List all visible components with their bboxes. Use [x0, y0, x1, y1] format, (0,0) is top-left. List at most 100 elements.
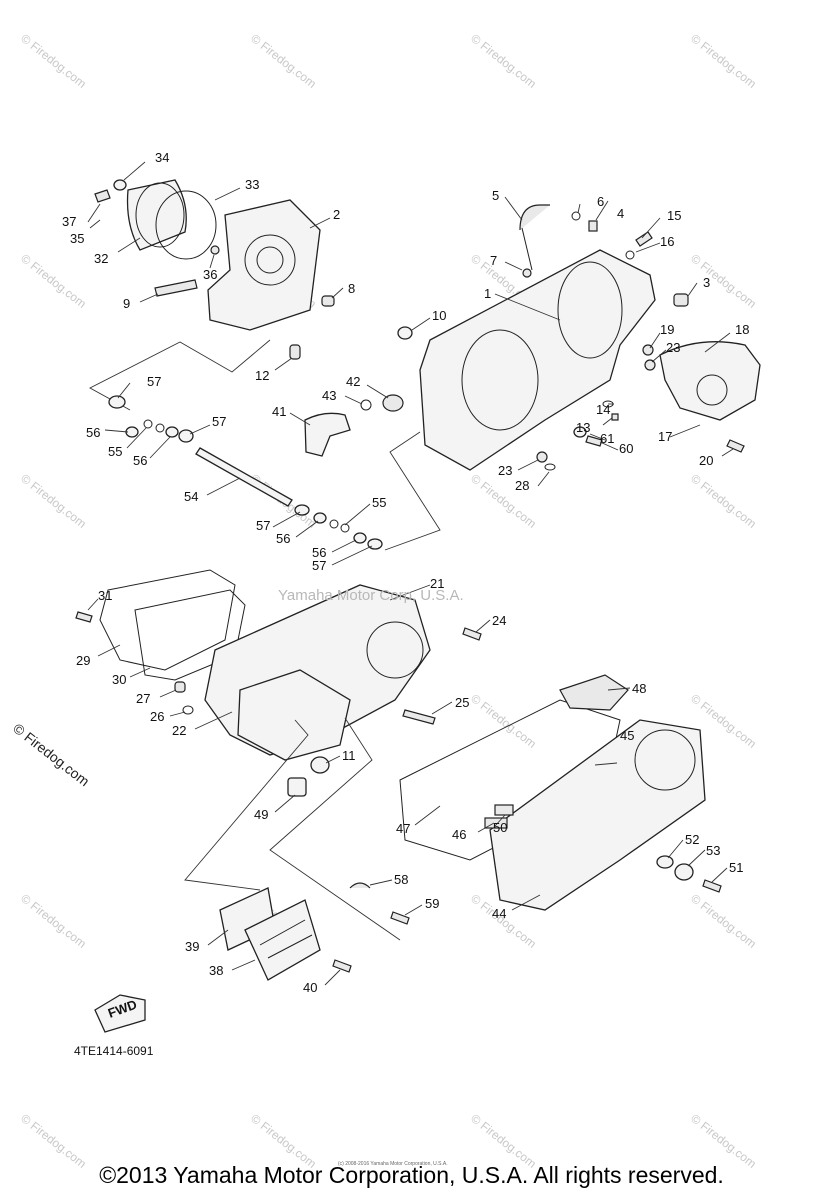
callout-24: 24 [492, 613, 506, 628]
callout-labels: 34 33 2 37 35 32 36 9 8 12 5 7 6 4 15 16… [62, 150, 749, 995]
callout-54: 54 [184, 489, 198, 504]
callout-31: 31 [98, 588, 112, 603]
crankcase-cover-group [304, 204, 761, 471]
watermark-tile: © Firedog.com [248, 31, 319, 91]
guide-line [269, 717, 401, 941]
part-56-washer [165, 426, 179, 438]
part-51-bolt [702, 879, 722, 893]
callout-25: 25 [455, 695, 469, 710]
watermark-tile: © Firedog.com [18, 31, 89, 91]
part-49-damper [287, 777, 307, 797]
callout-6: 6 [597, 194, 604, 209]
part-48-seal [559, 674, 629, 711]
part-43-clamp [360, 399, 372, 411]
part-17-bore [696, 374, 728, 406]
watermark-tile: © Firedog.com [688, 471, 759, 531]
part-5-hose [521, 227, 533, 271]
callout-10: 10 [432, 308, 446, 323]
callout-50: 50 [493, 820, 507, 835]
part-1-opening [461, 329, 539, 431]
guide-line [184, 719, 309, 891]
callout-41: 41 [272, 404, 286, 419]
part-10-seal [397, 326, 413, 340]
watermark-tile: © Firedog.com [18, 471, 89, 531]
part-16-oring [625, 250, 635, 260]
part-57-clip [178, 429, 194, 443]
fwd-arrow-icon [94, 994, 146, 1033]
part-46-plate [484, 817, 508, 829]
callout-59: 59 [425, 896, 439, 911]
part-23-dowel [536, 451, 548, 463]
crankcase-cover-2-group [399, 674, 722, 911]
part-57-clip [367, 538, 383, 550]
part-15-plug [635, 231, 653, 247]
callout-12: 12 [255, 368, 269, 383]
part-13-bolt [611, 413, 619, 421]
callout-32: 32 [94, 251, 108, 266]
callout-60: 60 [619, 441, 633, 456]
part-31-bolt [75, 611, 93, 623]
part-55-oring [143, 419, 153, 429]
callout-4: 4 [617, 206, 624, 221]
part-17-cover [659, 341, 761, 421]
part-52-seal [656, 855, 674, 869]
callout-43: 43 [322, 388, 336, 403]
part-57-clip [108, 395, 126, 409]
callout-46: 46 [452, 827, 466, 842]
callout-23: 23 [666, 340, 680, 355]
guide-line [89, 339, 271, 411]
callout-39: 39 [185, 939, 199, 954]
part-6-clip [571, 211, 581, 221]
part-8-collar [321, 295, 335, 307]
callout-18: 18 [735, 322, 749, 337]
guide-line [384, 431, 441, 551]
callout-57d: 57 [312, 558, 326, 573]
part-55-oring [155, 423, 165, 433]
part-2-bore-inner [256, 246, 284, 274]
callout-33: 33 [245, 177, 259, 192]
callout-23b: 23 [498, 463, 512, 478]
watermark-tile: © Firedog.com [688, 251, 759, 311]
fine-print: (c) 2008-2016 Yamaha Motor Corporation, … [338, 1161, 448, 1167]
callout-56d: 56 [312, 545, 326, 560]
watermark-text: Yamaha Motor Corp, U.S.A. [278, 587, 464, 604]
watermark-tile: © Firedog.com [688, 31, 759, 91]
callout-15: 15 [667, 208, 681, 223]
callout-8: 8 [348, 281, 355, 296]
part-56-washer [313, 512, 327, 524]
callout-28: 28 [515, 478, 529, 493]
shaft-group [108, 395, 441, 551]
callout-34: 34 [155, 150, 169, 165]
callout-48: 48 [632, 681, 646, 696]
watermark-tile: © Firedog.com [18, 251, 89, 311]
part-55-oring [340, 523, 350, 533]
part-56-washer [353, 532, 367, 544]
callout-14: 14 [596, 402, 610, 417]
callout-56c: 56 [276, 531, 290, 546]
callout-36: 36 [203, 267, 217, 282]
callout-27: 27 [136, 691, 150, 706]
callout-55b: 55 [372, 495, 386, 510]
callout-20: 20 [699, 453, 713, 468]
part-27-dowel [174, 681, 186, 693]
callout-30: 30 [112, 672, 126, 687]
part-7-clamp [522, 268, 532, 278]
part-44-cover [489, 719, 706, 911]
callout-55a: 55 [108, 444, 122, 459]
part-28-oring [544, 463, 556, 471]
part-4-fitting [588, 220, 598, 232]
part-61-washer [573, 426, 587, 438]
part-3-collar [673, 293, 689, 307]
part-24-bolt [462, 627, 482, 641]
part-21-bearing [366, 621, 424, 679]
part-20-bolt [726, 439, 745, 453]
copyright-notice: ©2013 Yamaha Motor Corporation, U.S.A. A… [99, 1162, 724, 1188]
part-44-bearing [634, 729, 696, 791]
callout-61: 61 [600, 431, 614, 446]
callout-57a: 57 [147, 374, 161, 389]
part-2-bore [244, 234, 296, 286]
part-11-plug [310, 756, 330, 774]
part-33-gasket [155, 190, 217, 260]
callout-21: 21 [430, 576, 444, 591]
